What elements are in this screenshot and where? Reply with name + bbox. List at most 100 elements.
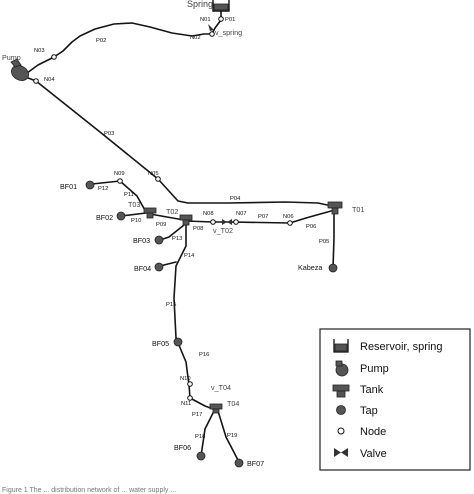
v-t04-label: v_T04 xyxy=(211,383,231,392)
p06-label: P06 xyxy=(306,224,316,230)
p01-label: P01 xyxy=(225,17,235,23)
kabeza-label: Kabeza xyxy=(298,263,322,272)
node-n01 xyxy=(218,16,224,22)
node-n09 xyxy=(117,178,123,184)
bf03-label: BF03 xyxy=(133,236,150,245)
p02-label: P02 xyxy=(96,38,106,44)
p13-label: P13 xyxy=(172,236,182,242)
pipe-p12 xyxy=(91,180,121,185)
tap-bf02 xyxy=(116,211,126,221)
tank-icon xyxy=(179,214,193,226)
spring-label: Spring xyxy=(187,0,213,9)
tank-t03-label: T03 xyxy=(128,200,140,209)
n03-label: N03 xyxy=(34,48,45,54)
node-n11 xyxy=(187,395,193,401)
p11-label: P11 xyxy=(124,192,134,198)
n01-label: N01 xyxy=(200,17,211,23)
node-n04 xyxy=(33,78,39,84)
legend-tap-icon xyxy=(336,405,346,415)
bf01-label: BF01 xyxy=(60,182,77,191)
spring-reservoir-icon xyxy=(212,0,230,12)
bf06-label: BF06 xyxy=(174,443,191,452)
tap-bf07 xyxy=(234,458,244,468)
pipe-p14 xyxy=(173,224,191,399)
p14-label: P14 xyxy=(184,253,195,259)
pipe-p02 xyxy=(53,22,213,58)
tap-kabeza xyxy=(328,263,338,273)
tank-t04-label: T04 xyxy=(227,399,239,408)
caption-text: Figure 1 The ... distribution network of… xyxy=(2,487,176,494)
bf04-label: BF04 xyxy=(134,264,151,273)
p03-label: P03 xyxy=(104,131,114,137)
node-n05 xyxy=(155,176,161,182)
p15-label: P15 xyxy=(166,302,176,308)
legend: Reservoir, spring Pump Tank Tap Node Val… xyxy=(319,328,471,471)
pipe-v-t04 xyxy=(189,397,214,410)
nodes xyxy=(33,16,293,401)
legend-reservoir-icon xyxy=(333,339,349,353)
v-spring-label: v_spring xyxy=(215,28,242,37)
p12-label: P12 xyxy=(98,186,108,192)
p05-label: P05 xyxy=(319,239,329,245)
n04-label: N04 xyxy=(44,77,55,83)
pipe-p19 xyxy=(217,410,240,463)
v-t02-label: v_T02 xyxy=(213,226,233,235)
n09-label: N09 xyxy=(114,171,125,177)
bf07-label: BF07 xyxy=(247,459,264,468)
n02-label: N02 xyxy=(190,35,201,41)
p18-label: P18 xyxy=(195,434,205,440)
legend-pump-label: Pump xyxy=(360,363,389,375)
legend-tank-label: Tank xyxy=(360,384,384,396)
tank-icon xyxy=(327,201,343,215)
n05-label: N05 xyxy=(148,171,159,177)
tap-bf06 xyxy=(196,451,206,461)
node-n06 xyxy=(287,220,293,226)
legend-tank-icon xyxy=(332,384,350,398)
n06-label: N06 xyxy=(283,214,294,220)
tank-icon xyxy=(209,403,223,414)
node-n02 xyxy=(209,31,215,37)
pipe-p11 xyxy=(119,180,147,213)
legend-valve-icon xyxy=(334,448,348,457)
pipe-p05 xyxy=(332,210,335,269)
tap-bf05 xyxy=(173,337,183,347)
pipe-n08-t02 xyxy=(185,220,214,223)
p07-label: P07 xyxy=(258,214,268,220)
p09-label: P09 xyxy=(156,222,166,228)
p04-label: P04 xyxy=(230,196,241,202)
pipe-p06 xyxy=(289,210,332,224)
node-n08 xyxy=(210,219,216,225)
pump-label: Pump xyxy=(2,53,21,62)
n07-label: N07 xyxy=(236,211,247,217)
n10-label: N10 xyxy=(180,376,191,382)
p19-label: P19 xyxy=(227,433,237,439)
tap-bf03 xyxy=(154,235,164,245)
bf02-label: BF02 xyxy=(96,213,113,222)
taps xyxy=(85,180,338,468)
pipe-p09 xyxy=(149,213,185,221)
n08-label: N08 xyxy=(203,211,214,217)
tank-icon xyxy=(143,207,157,219)
node-n10 xyxy=(187,381,193,387)
valve-icon xyxy=(208,24,214,31)
tank-t02-label: T02 xyxy=(166,207,178,216)
legend-node-icon xyxy=(337,427,345,435)
p08-label: P08 xyxy=(193,226,203,232)
p17-label: P17 xyxy=(192,412,202,418)
legend-node-label: Node xyxy=(360,426,386,438)
bf05-label: BF05 xyxy=(152,339,169,348)
legend-valve-label: Valve xyxy=(360,448,387,460)
p10-label: P10 xyxy=(131,218,141,224)
pipe-p18 xyxy=(200,410,215,457)
legend-pump-icon xyxy=(335,360,349,377)
tap-bf04 xyxy=(154,262,164,272)
node-n03 xyxy=(51,54,57,60)
valve-icon xyxy=(222,219,232,225)
tank-t01-label: T01 xyxy=(352,205,364,214)
node-n07 xyxy=(233,219,239,225)
legend-reservoir-label: Reservoir, spring xyxy=(360,341,443,353)
pipe-p03 xyxy=(35,80,333,207)
n11-label: N11 xyxy=(181,401,191,407)
pump-icon xyxy=(10,58,29,81)
